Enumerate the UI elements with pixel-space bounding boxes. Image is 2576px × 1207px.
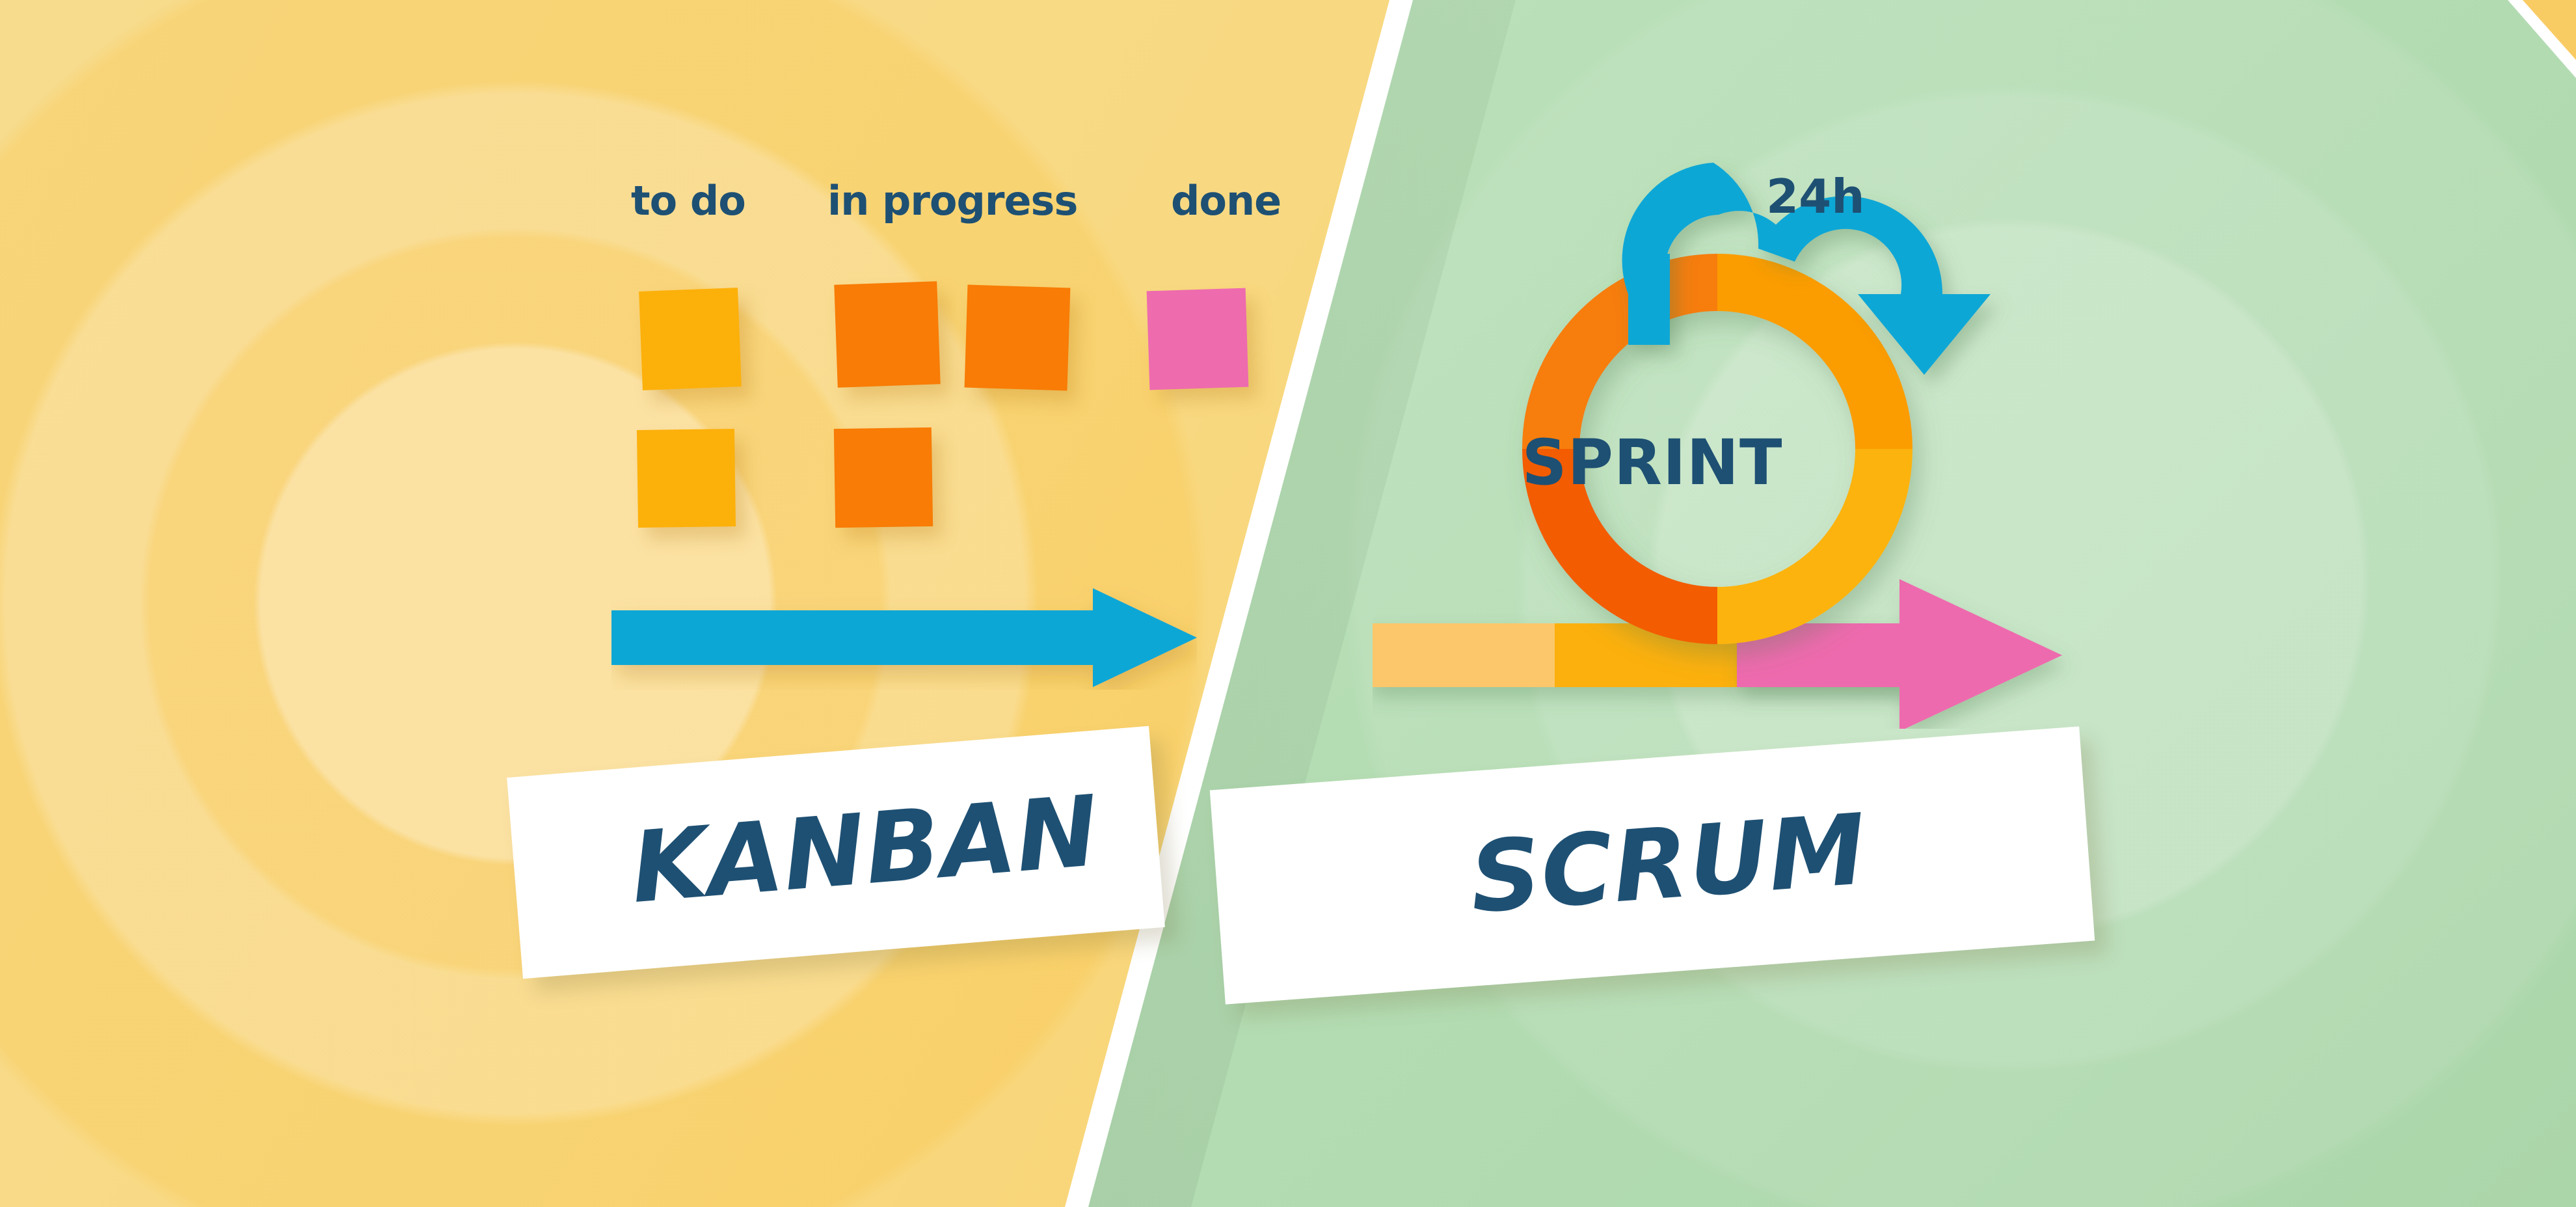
kanban-column-label-in-progress: in progress <box>827 177 1078 224</box>
daily-scrum-arc <box>1622 163 1991 375</box>
sticky-note[interactable] <box>636 428 736 528</box>
scrum-banner-label: SCRUM <box>1466 793 1871 936</box>
sticky-note[interactable] <box>639 288 742 390</box>
daily-scrum-arc-body <box>1758 196 1991 375</box>
ring-segment-top-left <box>1522 254 1718 450</box>
sprint-ring <box>1522 254 1912 644</box>
sticky-note[interactable] <box>834 281 941 388</box>
ring-segment-top-right <box>1717 254 1912 450</box>
sticky-note[interactable] <box>964 284 1071 391</box>
kanban-flow-arrow <box>611 586 1197 690</box>
sticky-note[interactable] <box>1146 288 1249 390</box>
sprint-label: SPRINT <box>1522 426 1783 499</box>
baseline-segment-light <box>1366 623 1555 687</box>
daily-scrum-label: 24h <box>1766 169 1865 224</box>
ring-segment-bottom-left <box>1522 448 1718 644</box>
ring-segment-bottom-right <box>1717 448 1912 644</box>
kanban-column-label-done: done <box>1171 177 1281 224</box>
sticky-note[interactable] <box>833 427 933 528</box>
daily-scrum-arc-left-leg <box>1628 254 1670 345</box>
sprint-cycle-diagram <box>1366 124 2101 731</box>
kanban-column-label-todo: to do <box>631 177 746 224</box>
sprint-output-arrow <box>1737 579 2062 731</box>
kanban-banner-label: KANBAN <box>627 774 1103 925</box>
